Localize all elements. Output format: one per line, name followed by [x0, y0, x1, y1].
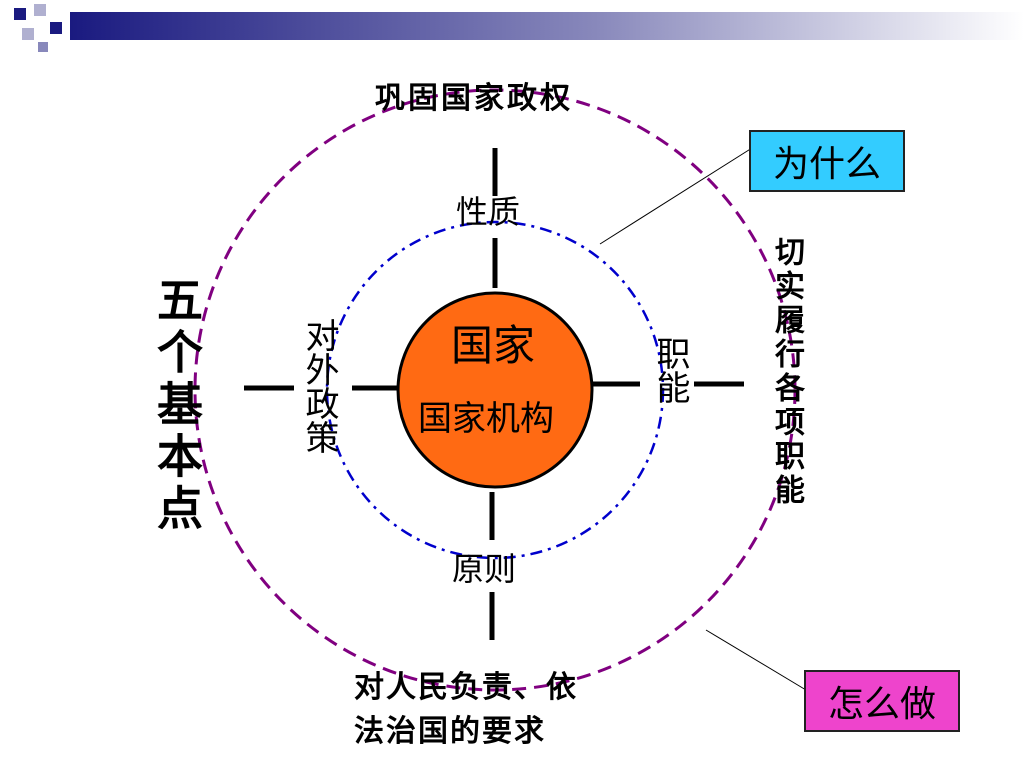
- deco-square: [34, 4, 46, 16]
- header-decoration: [14, 4, 1024, 52]
- center-label-state: 国家: [451, 321, 536, 370]
- how-callout-label: 怎么做: [827, 684, 936, 725]
- inner-label-foreign-policy: 对外政策: [299, 318, 339, 454]
- why-connector: [599, 147, 753, 245]
- inner-ring: [325, 220, 665, 560]
- outer-label-bottom-line2: 法治国的要求: [354, 714, 546, 749]
- why-callout-label: 为什么: [772, 144, 881, 185]
- outer-label-bottom-line1: 对人民负责、依: [354, 670, 578, 705]
- deco-square: [14, 8, 26, 20]
- deco-square: [22, 28, 34, 40]
- deco-square: [50, 22, 62, 34]
- why-callout-box[interactable]: 为什么: [749, 130, 905, 192]
- deco-square: [38, 42, 48, 52]
- outer-label-bottom: 对人民负责、依 法治国的要求: [354, 666, 644, 754]
- header-gradient-bar: [70, 12, 1024, 40]
- center-label-state-organs: 国家机构: [418, 399, 554, 439]
- how-callout-box[interactable]: 怎么做: [804, 670, 960, 732]
- center-circle: [396, 291, 594, 489]
- how-connector: [705, 629, 807, 691]
- outer-label-left: 五个基本点: [150, 276, 204, 536]
- inner-label-nature: 性质: [456, 193, 521, 231]
- outer-label-top: 巩固国家政权: [375, 81, 573, 116]
- outer-ring: [193, 88, 797, 692]
- inner-label-function: 职能: [650, 336, 690, 404]
- inner-label-principle: 原则: [452, 550, 517, 588]
- outer-label-right: 切实履行各项职能: [769, 236, 804, 508]
